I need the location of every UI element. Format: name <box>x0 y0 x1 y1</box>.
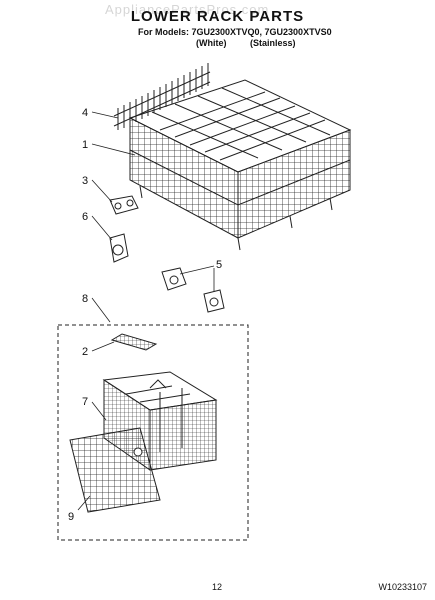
callout-3: 3 <box>82 175 88 187</box>
callout-2: 2 <box>82 346 88 358</box>
callout-5: 5 <box>216 259 222 271</box>
callout-4: 4 <box>82 107 88 119</box>
callout-9: 9 <box>68 511 74 523</box>
color-stainless-label: (Stainless) <box>250 38 296 48</box>
roller-clip-part <box>109 195 139 215</box>
lower-rack-basket <box>128 79 352 251</box>
watermark: AppliancePartsPros.com <box>105 2 270 17</box>
callout-6: 6 <box>82 211 88 223</box>
models-line: For Models: 7GU2300XTVQ0, 7GU2300XTVS0 <box>138 27 332 37</box>
callout-1: 1 <box>82 139 88 151</box>
wheel-assembly-part <box>109 233 129 263</box>
basket-lid-part <box>69 427 161 513</box>
doc-number: W10233107 <box>378 582 427 592</box>
basket-insert-part <box>110 333 158 351</box>
leader-lines <box>77 111 215 511</box>
page-number: 12 <box>212 582 223 592</box>
page-title: LOWER RACK PARTS <box>130 8 305 25</box>
kit-boundary-box <box>57 324 249 541</box>
color-white-label: (White) <box>196 38 227 48</box>
rack-clip-parts <box>161 267 225 313</box>
callout-7: 7 <box>82 396 88 408</box>
callout-8: 8 <box>82 293 88 305</box>
